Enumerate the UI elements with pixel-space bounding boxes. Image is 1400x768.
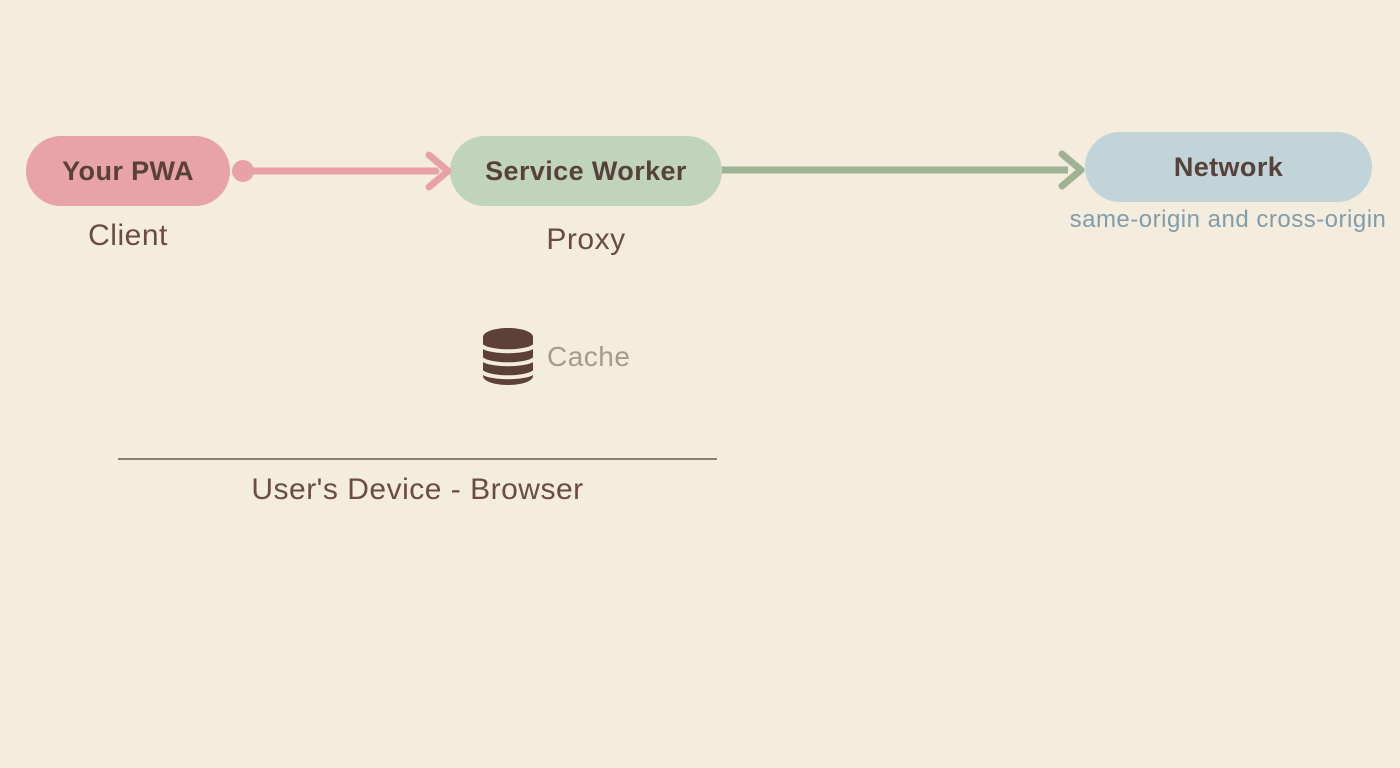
cache-group: Cache [483, 328, 630, 385]
node-your-pwa: Your PWA [26, 136, 230, 206]
database-icon-body [483, 328, 533, 385]
proxy-label: Proxy [546, 223, 626, 256]
origin-scope-label: same-origin and cross-origin [1069, 206, 1387, 233]
database-icon [483, 328, 533, 385]
database-icon-gap-2 [483, 357, 533, 367]
database-icon-gap-3 [483, 370, 533, 380]
client-label: Client [88, 219, 168, 252]
sw-to-network-arrowhead [1058, 150, 1085, 190]
pwa-arrow-dot [232, 160, 254, 182]
node-network-label: Network [1173, 151, 1284, 182]
device-boundary-line [118, 458, 717, 460]
pwa-to-sw-arrowhead [425, 151, 452, 191]
node-network: Network [1085, 132, 1372, 202]
node-service-worker-label: Service Worker [485, 155, 687, 186]
cache-label: Cache [547, 340, 631, 372]
device-label: User's Device - Browser [251, 473, 584, 506]
database-icon-gap-1 [483, 344, 533, 354]
node-your-pwa-label: Your PWA [62, 155, 194, 186]
node-service-worker: Service Worker [450, 136, 722, 206]
